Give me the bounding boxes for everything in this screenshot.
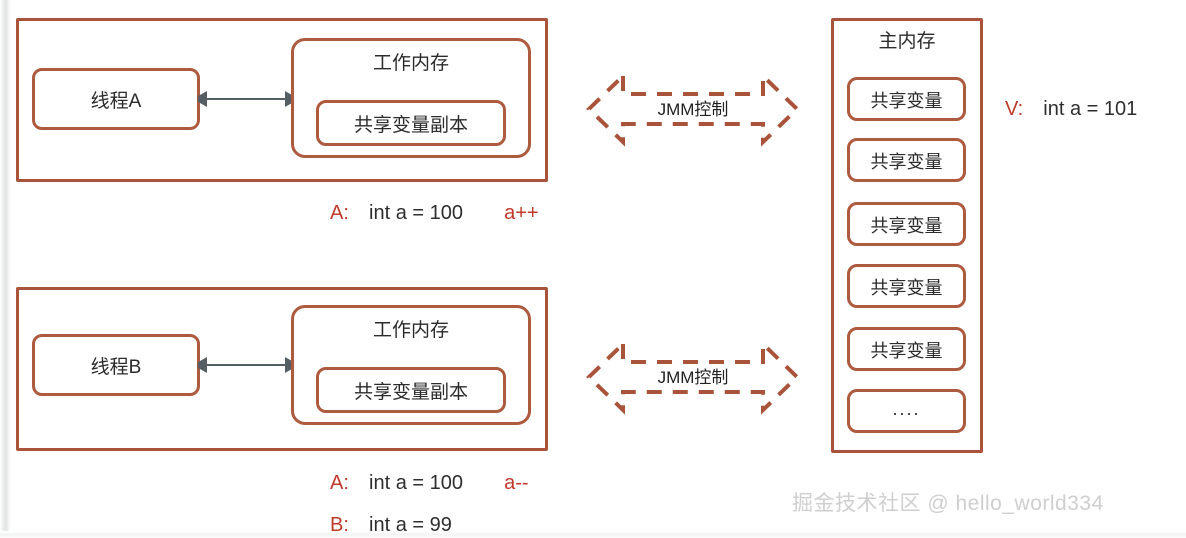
thread-a-annotation-1-expr: int a = 100: [369, 202, 463, 224]
main-memory-annotation: V: int a = 101: [1005, 99, 1137, 119]
main-memory-slot-0-label: 共享变量: [870, 91, 943, 111]
main-memory-slot-4[interactable]: 共享变量: [847, 327, 966, 371]
thread-b-annotation-1-key: A:: [330, 472, 349, 494]
thread-a-box[interactable]: 线程A: [32, 68, 200, 130]
watermark-text: 掘金技术社区 @ hello_world334: [792, 492, 1104, 515]
main-memory-slot-2-label: 共享变量: [870, 216, 943, 236]
thread-a-annotation-1: A: int a = 100 a++: [330, 203, 539, 223]
thread-a-shared-var-copy-label: 共享变量副本: [353, 115, 468, 136]
main-memory-slot-1[interactable]: 共享变量: [847, 138, 966, 182]
thread-b-box[interactable]: 线程B: [32, 334, 200, 396]
thread-b-sync-arrow: [193, 354, 299, 376]
jmm-control-arrow-b-label: JMM控制: [657, 368, 729, 387]
thread-b-annotation-2: B: int a = 99: [330, 515, 452, 535]
main-memory-slot-5[interactable]: ....: [847, 389, 966, 433]
thread-a-annotation-1-key: A:: [330, 202, 349, 224]
jmm-control-arrow-a: JMM控制: [581, 68, 805, 150]
main-memory-title: 主内存: [878, 31, 936, 52]
thread-a-annotation-1-op: a++: [504, 202, 539, 224]
thread-a-shared-var-copy[interactable]: 共享变量副本: [316, 100, 506, 146]
thread-b-annotation-1-op: a--: [504, 472, 529, 494]
bidirectional-arrow-icon: [193, 357, 299, 373]
thread-a-sync-arrow: [193, 88, 299, 110]
thread-b-working-memory-label: 工作内存: [372, 320, 449, 341]
jmm-control-arrow-b: JMM控制: [581, 336, 805, 418]
thread-a-label: 线程A: [90, 91, 142, 112]
thread-b-annotation-2-expr: int a = 99: [369, 514, 452, 536]
thread-b-annotation-1-expr: int a = 100: [369, 472, 463, 494]
main-memory-slot-3-label: 共享变量: [870, 278, 943, 298]
thread-b-annotation-2-key: B:: [330, 514, 349, 536]
bidirectional-arrow-icon: [193, 91, 299, 107]
jmm-bidirectional-dashed-arrow-icon: [586, 339, 800, 415]
thread-b-label: 线程B: [90, 357, 142, 378]
main-memory-annotation-key: V:: [1005, 98, 1024, 120]
main-memory-slot-3[interactable]: 共享变量: [847, 264, 966, 308]
main-memory-slot-2[interactable]: 共享变量: [847, 202, 966, 246]
thread-b-shared-var-copy-label: 共享变量副本: [353, 382, 468, 403]
main-memory-slot-0[interactable]: 共享变量: [847, 77, 966, 121]
main-memory-slot-4-label: 共享变量: [870, 341, 943, 361]
thread-b-annotation-1: A: int a = 100 a--: [330, 473, 529, 493]
main-memory-slot-1-label: 共享变量: [870, 152, 943, 172]
main-memory-annotation-expr: int a = 101: [1043, 98, 1138, 120]
thread-a-working-memory-label: 工作内存: [372, 53, 449, 74]
bottom-edge-gutter: [0, 531, 1186, 538]
jmm-bidirectional-dashed-arrow-icon: [586, 71, 800, 147]
jmm-control-arrow-a-label: JMM控制: [657, 100, 729, 119]
thread-b-shared-var-copy[interactable]: 共享变量副本: [316, 367, 506, 413]
left-edge-gutter: [0, 0, 11, 538]
main-memory-slot-5-label: ....: [892, 399, 921, 419]
